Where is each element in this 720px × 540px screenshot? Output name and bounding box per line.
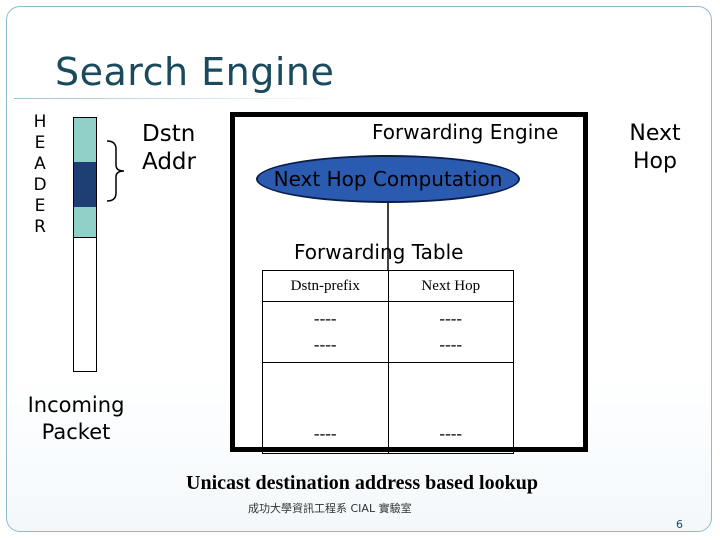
incoming-packet-label: Incoming Packet [20, 392, 132, 446]
incoming-label: Incoming [27, 393, 125, 417]
cell-value: ---- [313, 335, 337, 354]
dstn-addr-label: Dstn Addr [142, 120, 196, 176]
table-header-row: Dstn-prefix Next Hop [262, 270, 514, 302]
addr-label: Addr [142, 149, 196, 175]
table-row: ---- ---- ---- ---- [262, 301, 514, 363]
cell-value: ---- [313, 309, 337, 328]
table-cell: ---- ---- [387, 301, 514, 363]
slide-footer: 成功大學資訊工程系 CIAL 實驗室 [248, 502, 412, 515]
header-letter: R [34, 217, 46, 237]
table-cell: ---- [387, 362, 514, 454]
next-label: Next [629, 121, 681, 146]
forwarding-engine-label: Forwarding Engine [372, 120, 559, 144]
next-hop-computation-ellipse: Next Hop Computation [256, 155, 520, 203]
hop-label: Hop [633, 149, 677, 174]
packet-header-segment [74, 207, 96, 238]
packet-diagram [73, 117, 97, 372]
next-hop-output-label: Next Hop [612, 120, 698, 176]
packet-label: Packet [41, 420, 111, 444]
header-letter: A [34, 154, 46, 174]
cell-value: ---- [439, 335, 463, 354]
curly-brace-icon [106, 140, 125, 202]
forwarding-table: Dstn-prefix Next Hop ---- ---- ---- ----… [262, 270, 514, 454]
forwarding-table-label: Forwarding Table [294, 240, 464, 264]
cell-value: ---- [439, 424, 463, 443]
dstn-label: Dstn [142, 121, 196, 147]
slide-caption: Unicast destination address based lookup [186, 472, 538, 494]
table-cell: ---- [262, 362, 389, 454]
cell-value: ---- [313, 424, 337, 443]
header-letter: D [33, 175, 47, 195]
page-number: 6 [676, 518, 683, 531]
table-row: ---- ---- [262, 362, 514, 454]
header-letter: E [34, 133, 46, 153]
header-letter: E [34, 196, 46, 216]
next-hop-computation-label: Next Hop Computation [273, 167, 503, 191]
header-letters: H E A D E R [30, 112, 50, 238]
slide-title: Search Engine [55, 50, 335, 94]
table-cell: ---- ---- [262, 301, 389, 363]
title-underline [14, 98, 344, 99]
cell-value: ---- [439, 309, 463, 328]
header-letter: H [33, 112, 47, 132]
column-header-next-hop: Next Hop [387, 270, 514, 302]
column-header-prefix: Dstn-prefix [262, 270, 389, 302]
